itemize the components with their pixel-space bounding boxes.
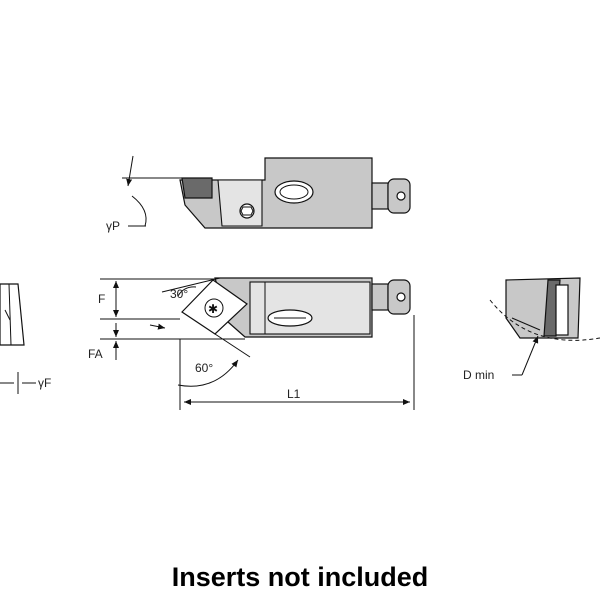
label-fa: FA [88, 347, 103, 361]
label-angle-60: 60° [195, 361, 213, 375]
label-gamma-f: γF [38, 376, 51, 390]
label-f: F [98, 292, 105, 306]
bore-view [489, 277, 600, 376]
end-view [0, 283, 36, 394]
label-d-min: D min [463, 368, 494, 382]
plan-view: ✱ [100, 277, 415, 410]
label-angle-30: 30° [170, 287, 188, 301]
label-gamma-p: γP [106, 219, 120, 233]
svg-text:✱: ✱ [208, 302, 218, 316]
label-l1: L1 [287, 387, 301, 401]
side-view [122, 155, 411, 229]
caption: Inserts not included [171, 562, 429, 592]
